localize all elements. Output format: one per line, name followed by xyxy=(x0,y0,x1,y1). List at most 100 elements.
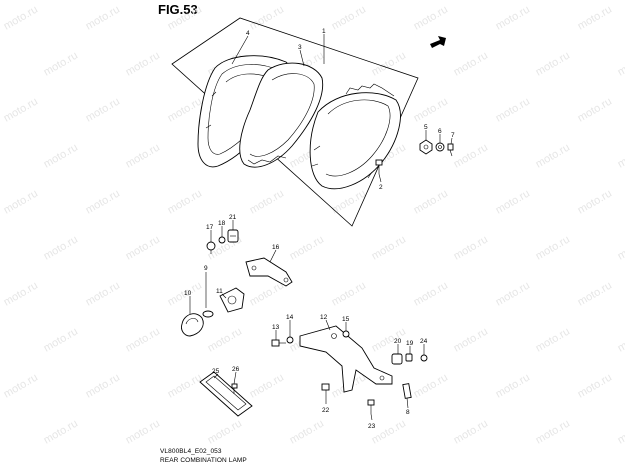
washer-part-14 xyxy=(286,336,294,344)
watermark-text: moto.ru xyxy=(84,188,122,217)
watermark-text: moto.ru xyxy=(248,4,286,33)
callout-13: 13 xyxy=(272,324,280,331)
watermark-text: moto.ru xyxy=(2,372,40,401)
watermark-text: moto.ru xyxy=(2,96,40,125)
assembly-box xyxy=(171,17,419,227)
washer-part-6 xyxy=(435,142,445,152)
watermark-text: moto.ru xyxy=(124,326,162,355)
callout-15: 15 xyxy=(342,316,350,323)
callout-21: 21 xyxy=(229,214,237,221)
callout-12: 12 xyxy=(320,314,328,321)
bolt-part-7 xyxy=(447,143,454,157)
bracket-part-16 xyxy=(245,257,293,287)
watermark-text: moto.ru xyxy=(494,280,532,309)
bolt-part-23 xyxy=(367,399,375,414)
callout-24: 24 xyxy=(420,338,428,345)
watermark-text: moto.ru xyxy=(494,4,532,33)
watermark-text: moto.ru xyxy=(412,96,450,125)
bulb-part-9 xyxy=(202,310,214,318)
watermark-text: moto.ru xyxy=(42,418,80,447)
watermark-text: moto.ru xyxy=(248,280,286,309)
watermark-text: moto.ru xyxy=(412,188,450,217)
callout-1: 1 xyxy=(322,28,326,35)
turn-signal-lens-part-10 xyxy=(181,313,204,337)
watermark-text: moto.ru xyxy=(248,372,286,401)
turn-signal-housing-part-11 xyxy=(219,287,245,313)
callout-7: 7 xyxy=(451,132,455,139)
watermark-text: moto.ru xyxy=(412,372,450,401)
watermark-text: moto.ru xyxy=(288,234,326,263)
watermark-text: moto.ru xyxy=(370,326,408,355)
watermark-text: moto.ru xyxy=(166,188,204,217)
watermark-text: moto.ru xyxy=(248,188,286,217)
front-arrow-icon xyxy=(430,36,446,48)
watermark-text: moto.ru xyxy=(330,188,368,217)
watermark-text: moto.ru xyxy=(494,188,532,217)
watermark-text: moto.ru xyxy=(452,50,490,79)
watermark-text: moto.ru xyxy=(370,418,408,447)
watermark-text: moto.ru xyxy=(412,280,450,309)
callout-2: 2 xyxy=(379,184,383,191)
watermark-text: moto.ru xyxy=(534,234,572,263)
watermark-text: moto.ru xyxy=(616,234,625,263)
callout-20: 20 xyxy=(394,338,402,345)
callout-3: 3 xyxy=(298,44,302,51)
watermark-text: moto.ru xyxy=(616,418,625,447)
watermark-text: moto.ru xyxy=(166,96,204,125)
bolt-part-13 xyxy=(271,339,286,347)
watermark-text: moto.ru xyxy=(576,188,614,217)
watermark-text: moto.ru xyxy=(2,4,40,33)
callout-11: 11 xyxy=(216,288,223,295)
watermark-text: moto.ru xyxy=(330,280,368,309)
callout-18: 18 xyxy=(218,220,226,227)
watermark-text: moto.ru xyxy=(2,188,40,217)
watermark-text: moto.ru xyxy=(616,326,625,355)
watermark-text: moto.ru xyxy=(370,234,408,263)
callout-9: 9 xyxy=(204,265,208,272)
watermark-text: moto.ru xyxy=(494,372,532,401)
watermark-text: moto.ru xyxy=(330,4,368,33)
callout-19: 19 xyxy=(406,340,414,347)
watermark-text: moto.ru xyxy=(452,234,490,263)
watermark-text: moto.ru xyxy=(452,142,490,171)
callout-26: 26 xyxy=(232,366,240,373)
callout-10: 10 xyxy=(184,290,192,297)
watermark-text: moto.ru xyxy=(370,50,408,79)
watermark-text: moto.ru xyxy=(616,50,625,79)
watermark-text: moto.ru xyxy=(166,4,204,33)
watermark-text: moto.ru xyxy=(84,372,122,401)
watermark-text: moto.ru xyxy=(42,50,80,79)
license-bracket-part-12 xyxy=(299,325,393,393)
watermark-text: moto.ru xyxy=(452,326,490,355)
nut-part-5 xyxy=(419,139,433,155)
callout-5: 5 xyxy=(424,124,428,131)
callout-23: 23 xyxy=(368,423,376,430)
watermark-text: moto.ru xyxy=(84,96,122,125)
watermark-text: moto.ru xyxy=(576,280,614,309)
watermark-text: moto.ru xyxy=(534,50,572,79)
watermark-text: moto.ru xyxy=(42,326,80,355)
watermark-text: moto.ru xyxy=(42,234,80,263)
leader-lines xyxy=(189,34,453,421)
watermark-text: moto.ru xyxy=(412,4,450,33)
watermark-text: moto.ru xyxy=(576,372,614,401)
watermark-text: moto.ru xyxy=(616,142,625,171)
watermark-text: moto.ru xyxy=(288,418,326,447)
callout-labels: 1 2 3 4 5 6 7 8 9 10 11 12 13 14 15 16 1… xyxy=(184,28,455,430)
watermark-text: moto.ru xyxy=(124,234,162,263)
callout-8: 8 xyxy=(406,409,410,416)
watermark-text: moto.ru xyxy=(206,418,244,447)
watermark-text: moto.ru xyxy=(84,4,122,33)
bulb-part-19 xyxy=(405,353,413,362)
bolt-part-22 xyxy=(321,383,330,391)
watermark-text: moto.ru xyxy=(494,96,532,125)
reflector-part-25 xyxy=(199,371,253,417)
watermark-text: moto.ru xyxy=(124,418,162,447)
watermark-text: moto.ru xyxy=(576,4,614,33)
footer-diagram-code: VL800BL4_E02_053 xyxy=(160,448,222,455)
watermark-text: moto.ru xyxy=(124,50,162,79)
callout-14: 14 xyxy=(286,314,294,321)
lamp-housing-part xyxy=(309,83,401,190)
callout-4: 4 xyxy=(246,30,250,37)
